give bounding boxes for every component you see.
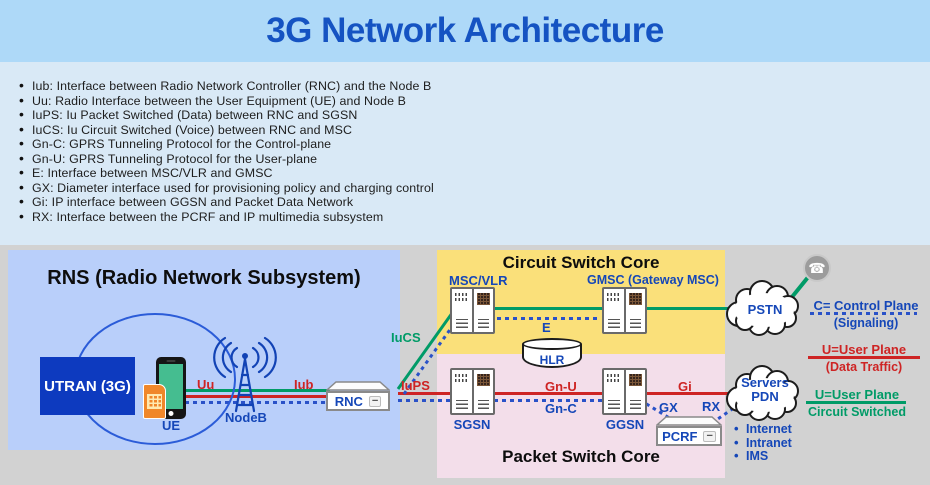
sgsn-label: SGSN xyxy=(453,417,491,432)
note-item: E: Interface between MSC/VLR and GMSC xyxy=(18,165,930,181)
ggsn-label: GGSN xyxy=(605,417,645,432)
rnc-dash: − xyxy=(368,395,382,407)
msc-vlr-server-icon xyxy=(450,287,495,334)
pcrf-dash: − xyxy=(703,430,716,442)
network-diagram: RNS (Radio Network Subsystem) Circuit Sw… xyxy=(0,245,930,485)
legend-control-plane-line xyxy=(810,312,917,315)
uu-user-plane-line xyxy=(185,395,330,398)
cs-core-title: Circuit Switch Core xyxy=(502,253,660,272)
gx-label: GX xyxy=(659,400,678,415)
sim-card-icon xyxy=(143,384,166,419)
pstn-label: PSTN xyxy=(747,302,783,317)
iub-label: Iub xyxy=(294,377,314,392)
legend-control-plane: C= Control Plane xyxy=(813,298,919,313)
legend-user-plane-cs-sub: Circuit Switched xyxy=(808,405,906,419)
ggsn-server-icon xyxy=(602,368,647,415)
pdn-label-line1: Servers xyxy=(741,375,789,390)
sgsn-server-icon xyxy=(450,368,495,415)
note-item: Gi: IP interface between GGSN and Packet… xyxy=(18,194,930,210)
legend-user-plane-cs-line xyxy=(806,401,906,404)
ps-core-control-plane-line xyxy=(398,399,626,402)
gi-label: Gi xyxy=(678,379,692,394)
utran-node: UTRAN (3G) xyxy=(40,357,135,415)
note-item: Iub: Interface between Radio Network Con… xyxy=(18,78,930,94)
legend-user-plane: U=User Plane xyxy=(821,342,907,357)
rnc-lid xyxy=(326,381,390,391)
rnc-node: RNC − xyxy=(326,381,390,411)
telephone-icon: ☎ xyxy=(803,254,831,282)
pdn-networks-list: InternetIntranetIMS xyxy=(734,422,792,464)
interface-notes: Iub: Interface between Radio Network Con… xyxy=(0,62,930,245)
gn-c-label: Gn-C xyxy=(545,401,577,416)
iucs-label: IuCS xyxy=(391,330,421,345)
legend-control-plane-sub: (Signaling) xyxy=(833,316,899,330)
pstn-phone-line xyxy=(790,274,811,299)
uu-control-plane-line xyxy=(185,401,330,404)
phone-speaker xyxy=(166,360,176,362)
pcrf-lid xyxy=(656,416,722,426)
cs-core-user-plane-line xyxy=(452,307,742,310)
uu-label: Uu xyxy=(197,377,215,392)
gmsc-label: GMSC (Gateway MSC) xyxy=(587,273,719,287)
pdn-label-line2: PDN xyxy=(751,389,779,404)
hlr-label: HLR xyxy=(539,353,565,367)
pdn-item: Internet xyxy=(734,422,792,437)
phone-home-button xyxy=(168,411,174,416)
gn-u-label: Gn-U xyxy=(545,379,577,394)
header-bar: 3G Network Architecture xyxy=(0,0,930,62)
note-item: RX: Interface between the PCRF and IP mu… xyxy=(18,209,930,225)
e-label: E xyxy=(542,320,551,335)
page-title: 3G Network Architecture xyxy=(266,11,664,50)
rx-label: RX xyxy=(702,399,721,414)
pcrf-node: PCRF − xyxy=(656,416,722,446)
ue-label: UE xyxy=(161,418,181,433)
ps-core-user-plane-line xyxy=(398,392,740,395)
note-item: Gn-C: GPRS Tunneling Protocol for the Co… xyxy=(18,136,930,152)
e-interface-line xyxy=(497,317,601,320)
gmsc-server-icon xyxy=(602,287,647,334)
uu-user-plane-cs-line xyxy=(185,389,330,392)
pdn-item: IMS xyxy=(734,449,792,464)
sim-chip xyxy=(147,394,162,409)
msc-vlr-label: MSC/VLR xyxy=(449,273,508,288)
ps-core-title: Packet Switch Core xyxy=(502,447,660,466)
legend-user-plane-sub: (Data Traffic) xyxy=(825,360,903,374)
rns-title: RNS (Radio Network Subsystem) xyxy=(47,267,361,289)
rnc-label: RNC xyxy=(334,393,363,409)
note-item: IuPS: Iu Packet Switched (Data) between … xyxy=(18,107,930,123)
note-item: GX: Diameter interface used for provisio… xyxy=(18,180,930,196)
nodeb-label: NodeB xyxy=(225,410,267,425)
note-item: Uu: Radio Interface between the User Equ… xyxy=(18,93,930,109)
pcrf-label: PCRF xyxy=(662,428,698,444)
iups-label: IuPS xyxy=(401,378,430,393)
legend-user-plane-cs: U=User Plane xyxy=(814,387,900,402)
hlr-database-icon: HLR xyxy=(522,338,582,368)
note-item: IuCS: Iu Circuit Switched (Voice) betwee… xyxy=(18,122,930,138)
note-item: Gn-U: GPRS Tunneling Protocol for the Us… xyxy=(18,151,930,167)
pdn-item: Intranet xyxy=(734,436,792,451)
legend-user-plane-line xyxy=(808,356,920,359)
